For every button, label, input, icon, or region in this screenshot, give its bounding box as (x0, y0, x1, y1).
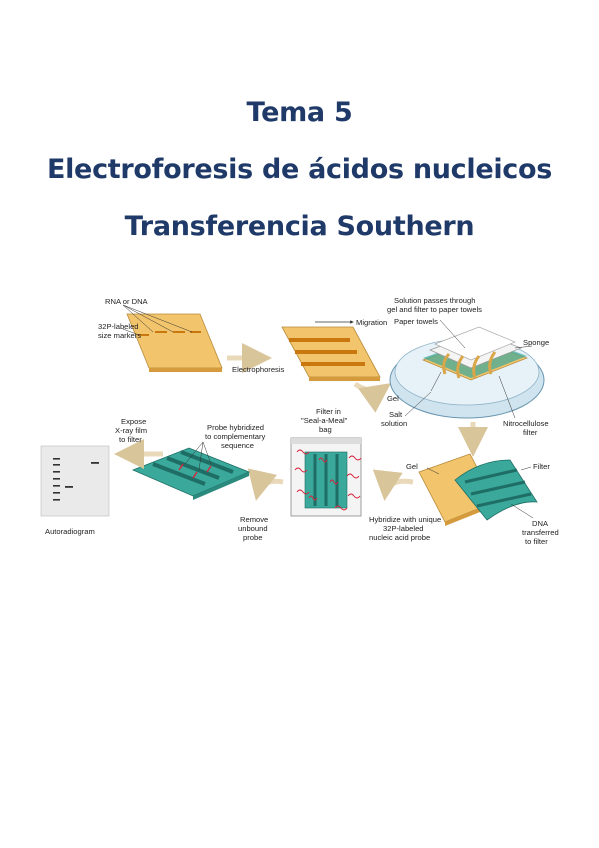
arrow-remove-probe (247, 468, 284, 501)
label-hybridize-1: Hybridize with unique (369, 515, 441, 524)
label-filter: Filter (533, 462, 550, 471)
label-sponge: Sponge (523, 338, 549, 347)
gel-loading-panel (122, 304, 223, 372)
label-probe-hybridized: Probe hybridized (207, 423, 264, 432)
label-migration: Migration (356, 318, 387, 327)
transfer-setup-panel (389, 319, 545, 419)
label-to-filter: to filter (119, 435, 142, 444)
label-nitrocellulose: Nitrocellulose (503, 419, 549, 428)
label-nitro-filter: filter (523, 428, 538, 437)
label-rna-or-dna: RNA or DNA (105, 297, 149, 306)
label-solution: solution (381, 419, 407, 428)
seal-a-meal-bag-panel (290, 437, 362, 517)
label-xray-film: X-ray film (115, 426, 147, 435)
label-to-complementary: to complementary (205, 432, 266, 441)
label-solution-passes-1: Solution passes through (394, 296, 475, 305)
label-hybridize-3: nucleic acid probe (369, 533, 430, 542)
gel-filter-panel (418, 453, 538, 526)
label-expose: Expose (121, 417, 146, 426)
label-electrophoresis: Electrophoresis (232, 365, 285, 374)
label-filter-in: Filter in (316, 407, 341, 416)
arrow-to-bag (372, 469, 414, 501)
label-32p-labeled: 32P-labeled (98, 322, 139, 331)
label-unbound: unbound (238, 524, 268, 533)
label-sequence: sequence (221, 441, 254, 450)
arrow-to-transfer (353, 381, 392, 413)
label-dna-2: transferred (522, 528, 559, 537)
label-salt: Salt (389, 410, 403, 419)
hybridized-filter-panel (131, 441, 251, 500)
label-gel-top: Gel (387, 394, 399, 403)
gel-run-panel (281, 320, 381, 381)
label-dna-1: DNA (532, 519, 549, 528)
title-line-3: Transferencia Southern (124, 211, 475, 242)
label-hybridize-2: 32P-labeled (383, 524, 424, 533)
autoradiogram-panel (40, 445, 110, 517)
label-gel-bottom: Gel (406, 462, 418, 471)
label-bag: bag (319, 425, 332, 434)
label-solution-passes-2: gel and filter to paper towels (387, 305, 482, 314)
label-remove: Remove (240, 515, 268, 524)
title-line-2: Electroforesis de ácidos nucleicos (46, 154, 553, 185)
label-probe: probe (243, 533, 262, 542)
label-autoradiogram: Autoradiogram (45, 527, 95, 536)
label-seal-a-meal: "Seal-a-Meal" (301, 416, 348, 425)
title-line-1: Tema 5 (246, 97, 353, 128)
label-size-markers: size markers (98, 331, 141, 340)
southern-blot-figure: RNA or DNA 32P-labeled size markers Elec… (40, 296, 559, 546)
label-dna-3: to filter (525, 537, 548, 546)
label-paper-towels: Paper towels (394, 317, 438, 326)
